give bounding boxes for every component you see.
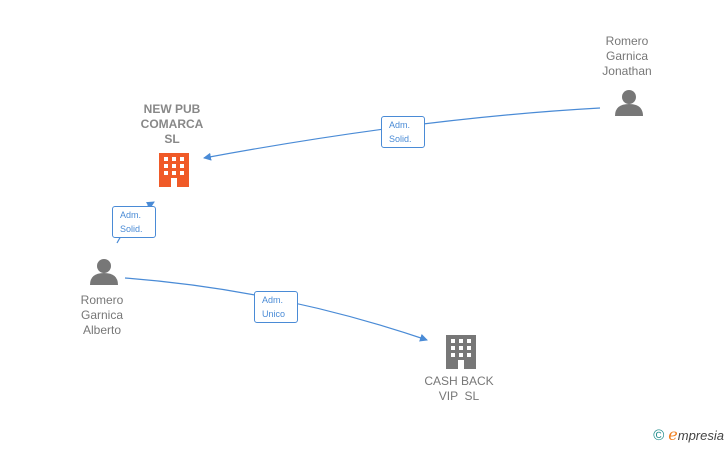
edge-label-alberto-cash-back[interactable]: Adm. Unico	[254, 291, 298, 323]
node-label-alberto[interactable]: Romero Garnica Alberto	[80, 293, 124, 337]
empresia-logo[interactable]: ©empresia	[653, 425, 724, 444]
person-icon[interactable]	[90, 259, 118, 285]
building-icon[interactable]	[446, 335, 476, 369]
building-icon[interactable]	[159, 153, 189, 187]
node-label-jonathan[interactable]: Romero Garnica Jonathan	[602, 34, 652, 78]
person-icon[interactable]	[615, 90, 643, 116]
copyright-icon: ©	[653, 427, 665, 444]
edge-label-alberto-new-pub[interactable]: Adm. Solid.	[112, 206, 156, 238]
edge-label-jonathan-new-pub[interactable]: Adm. Solid.	[381, 116, 425, 148]
node-label-new-pub[interactable]: NEW PUB COMARCA SL	[140, 102, 204, 146]
node-label-cash-back[interactable]: CASH BACK VIP SL	[424, 374, 494, 403]
